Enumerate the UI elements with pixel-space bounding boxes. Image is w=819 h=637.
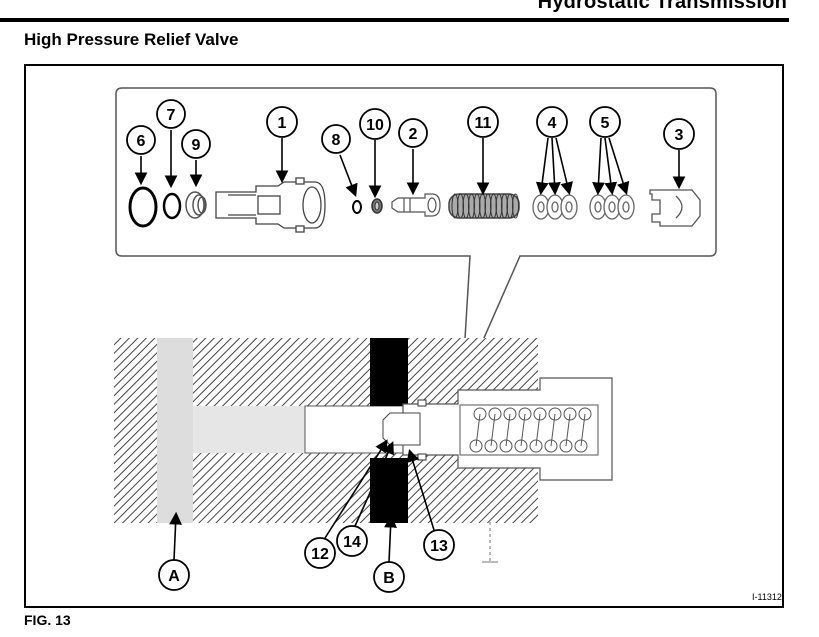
callout-leader-arrow xyxy=(608,137,630,196)
callout-label: 4 xyxy=(548,115,557,132)
callout-label: 6 xyxy=(137,133,146,150)
callout-8: 8 xyxy=(321,124,358,197)
o-ring-7 xyxy=(162,192,182,220)
callout-leader-arrow xyxy=(406,448,435,531)
callout-circle xyxy=(589,106,621,138)
callout-7: 7 xyxy=(156,99,186,189)
callout-label: B xyxy=(383,570,395,587)
callout-circle xyxy=(304,537,336,569)
callout-leader-arrow xyxy=(324,439,388,539)
callout-1: 1 xyxy=(266,106,298,184)
callout-a: A xyxy=(158,511,190,591)
o-ring-8 xyxy=(352,200,362,214)
callout-circle xyxy=(423,529,455,561)
callout-12: 12 xyxy=(304,439,388,569)
callout-circle xyxy=(359,108,391,140)
backup-ring-10 xyxy=(371,198,383,214)
callout-13: 13 xyxy=(406,448,455,561)
callout-circle xyxy=(467,106,499,138)
callout-circle xyxy=(158,559,190,591)
callout-label: 8 xyxy=(332,132,341,149)
callout-label: 3 xyxy=(675,127,684,144)
callout-label: 13 xyxy=(430,538,448,555)
shims-5 xyxy=(589,194,635,220)
cap-nut-3 xyxy=(649,189,701,227)
callout-label: 7 xyxy=(167,107,176,124)
callout-11: 11 xyxy=(467,106,499,196)
callout-circle xyxy=(336,525,368,557)
callout-circle xyxy=(398,118,428,148)
callout-leader-arrow xyxy=(592,137,605,196)
poppet-2 xyxy=(391,193,441,217)
callout-circle xyxy=(321,124,351,154)
figure-label: FIG. 13 xyxy=(24,612,71,628)
passage-A xyxy=(157,338,193,523)
cross-section xyxy=(114,338,613,563)
passage-B-lower xyxy=(370,458,408,523)
callout-label: 2 xyxy=(409,126,418,143)
callout-leader-arrow xyxy=(384,514,397,563)
callout-circle xyxy=(663,118,695,150)
callout-label: 9 xyxy=(192,137,201,154)
callout-5: 5 xyxy=(589,106,630,196)
callout-label: 5 xyxy=(601,115,610,132)
backup-ring-9 xyxy=(185,191,207,219)
callout-circle xyxy=(156,99,186,129)
callout-4: 4 xyxy=(535,106,573,196)
callout-label: 11 xyxy=(475,115,492,132)
passage-B xyxy=(370,338,408,406)
callout-label: 1 xyxy=(278,115,287,132)
page-subtitle: High Pressure Relief Valve xyxy=(24,30,239,49)
callout-circle xyxy=(536,106,568,138)
callout-leader-arrow xyxy=(548,137,561,196)
callout-leader-arrow xyxy=(535,137,549,196)
callout-14: 14 xyxy=(336,441,394,557)
callout-2: 2 xyxy=(398,118,428,196)
figure-image-id: I-11312 xyxy=(752,592,782,602)
callout-label: 12 xyxy=(311,546,329,563)
callout-circle xyxy=(266,106,298,138)
callout-label: A xyxy=(168,568,180,585)
callout-circle xyxy=(373,561,405,593)
callout-leader-arrow xyxy=(339,154,358,197)
valve-body-1 xyxy=(215,177,326,233)
spring-11 xyxy=(448,193,520,219)
callout-6: 6 xyxy=(126,125,156,186)
section-title: Hydrostatic Transmission xyxy=(537,0,787,13)
callout-label: 14 xyxy=(343,534,361,551)
callout-label: 10 xyxy=(366,117,384,134)
callout-leader-arrow xyxy=(555,137,573,196)
callout-b: B xyxy=(373,514,405,593)
callout-leader-arrow xyxy=(604,137,618,196)
callout-leader-arrow xyxy=(354,441,394,527)
callout-circle xyxy=(181,129,211,159)
callout-3: 3 xyxy=(663,118,695,190)
callout-leader-arrow xyxy=(169,511,182,561)
o-ring-6 xyxy=(128,186,158,228)
callout-9: 9 xyxy=(181,129,211,188)
callout-circle xyxy=(126,125,156,155)
callout-10: 10 xyxy=(359,108,391,199)
exploded-view-panel xyxy=(115,87,717,389)
shims-4 xyxy=(532,194,578,220)
header-rule xyxy=(0,18,789,22)
